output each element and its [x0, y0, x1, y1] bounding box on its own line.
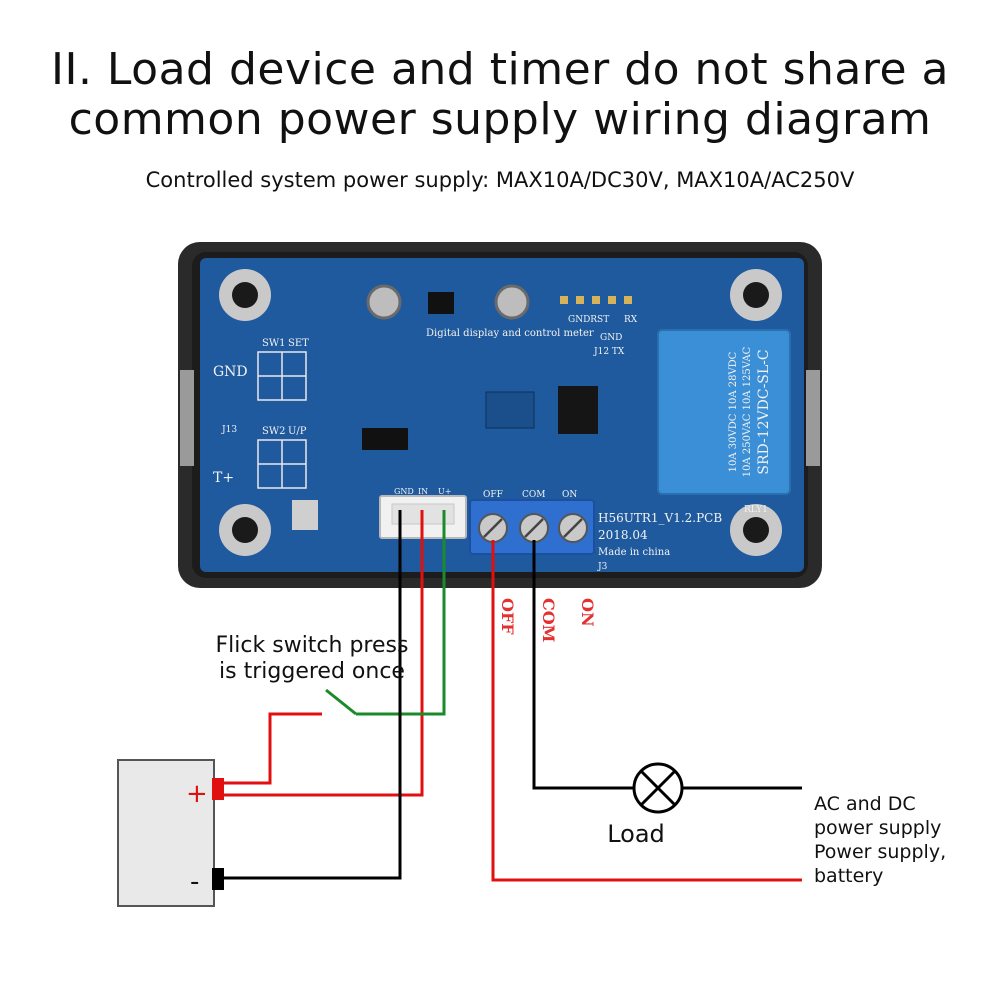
label-off: OFF: [498, 598, 517, 635]
label-on: ON: [578, 598, 597, 627]
screw-terminal-block: OFF COM ON: [469, 490, 595, 555]
wire-green-in: [356, 510, 446, 716]
relay-rating-1: 10A 250VAC 10A 125VAC: [742, 346, 753, 477]
diode-component: [362, 428, 408, 450]
switch-label-line-1: Flick switch press: [216, 633, 409, 658]
silk-pin-gnd: GND: [394, 487, 414, 496]
battery: + -: [117, 759, 224, 907]
silk-rx: RX: [624, 315, 638, 325]
battery-minus-sign: -: [190, 867, 199, 897]
silk-sw1: SW1: [262, 338, 286, 349]
silk-pcb-id: H56UTR1_V1.2.PCB: [598, 511, 722, 525]
supply-label-line-4: battery: [814, 865, 883, 887]
diagram-title-line-2: common power supply wiring diagram: [68, 94, 932, 145]
silk-j12-tx: J12 TX: [593, 347, 625, 357]
silk-gnd: GND: [213, 364, 248, 380]
load-lamp: [632, 762, 684, 814]
wire-red-switch: [222, 712, 322, 785]
silk-off: OFF: [483, 490, 503, 500]
wire-black-com: [532, 540, 634, 790]
wire-red-off: [491, 540, 802, 882]
capacitor-c1: [366, 284, 402, 320]
switch-label-line-2: is triggered once: [219, 659, 405, 684]
relay-rating-2: 10A 30VDC 10A 28VDC: [728, 351, 739, 472]
programming-header: [560, 296, 632, 304]
load-label: Load: [607, 820, 665, 848]
mounting-holes: [219, 269, 782, 556]
battery-positive-terminal: [212, 778, 224, 800]
mounting-hole-center: [743, 517, 769, 543]
silk-rly: RLY1: [744, 505, 768, 515]
silk-sw2: SW2: [262, 426, 286, 437]
battery-negative-terminal: [212, 868, 224, 890]
silk-j3: J3: [597, 562, 608, 572]
ic-socket: [485, 391, 535, 429]
wires: [222, 510, 802, 882]
supply-label-line-3: Power supply,: [814, 841, 946, 863]
terminal-labels: OFF COM ON: [498, 598, 597, 642]
mounting-hole-center: [743, 282, 769, 308]
switch-blade: [325, 688, 357, 716]
capacitor-c2: [494, 284, 530, 320]
mounting-hole-center: [232, 282, 258, 308]
silk-made-in: Made in china: [598, 547, 670, 558]
silk-t-plus: T+: [213, 470, 234, 486]
sensor-component: [292, 500, 318, 530]
silk-subtitle: Digital display and control meter: [426, 328, 594, 339]
relay: SRD-12VDC-SL-C 10A 250VAC 10A 125VAC 10A…: [657, 329, 791, 495]
silk-up: U/P: [288, 426, 307, 437]
silk-gnd-rst: GNDRST: [568, 315, 609, 325]
supply-label-line-1: AC and DC: [814, 793, 916, 815]
ic-chip: [558, 386, 598, 434]
diagram-subtitle: Controlled system power supply: MAX10A/D…: [145, 168, 855, 192]
silk-pin-in: IN: [418, 487, 428, 496]
silk-on: ON: [562, 490, 577, 500]
silk-j13: J13: [221, 425, 237, 435]
wire-red-uplus: [222, 510, 424, 797]
button-pads: [257, 351, 307, 489]
wire-black-gnd: [222, 510, 402, 880]
battery-body: [117, 759, 215, 907]
silk-com: COM: [522, 490, 545, 500]
relay-model: SRD-12VDC-SL-C: [756, 349, 772, 474]
diagram-title-line-1: II. Load device and timer do not share a: [50, 44, 950, 95]
silk-set: SET: [288, 338, 309, 349]
silk-pin-uplus: U+: [438, 487, 451, 496]
case-clip-left: [180, 370, 194, 466]
silk-date: 2018.04: [598, 528, 648, 542]
battery-plus-sign: +: [186, 779, 208, 809]
case-clip-right: [806, 370, 820, 466]
silk-gnd-right: GND: [600, 333, 622, 343]
mounting-hole-center: [232, 517, 258, 543]
regulator-chip: [428, 292, 454, 314]
supply-label-line-2: power supply: [814, 817, 941, 839]
label-com: COM: [539, 598, 558, 642]
relay-body: [657, 329, 791, 495]
timer-module: GND T+ SW1 SET SW2 U/P J13 GNDRST RX GND…: [178, 242, 822, 588]
